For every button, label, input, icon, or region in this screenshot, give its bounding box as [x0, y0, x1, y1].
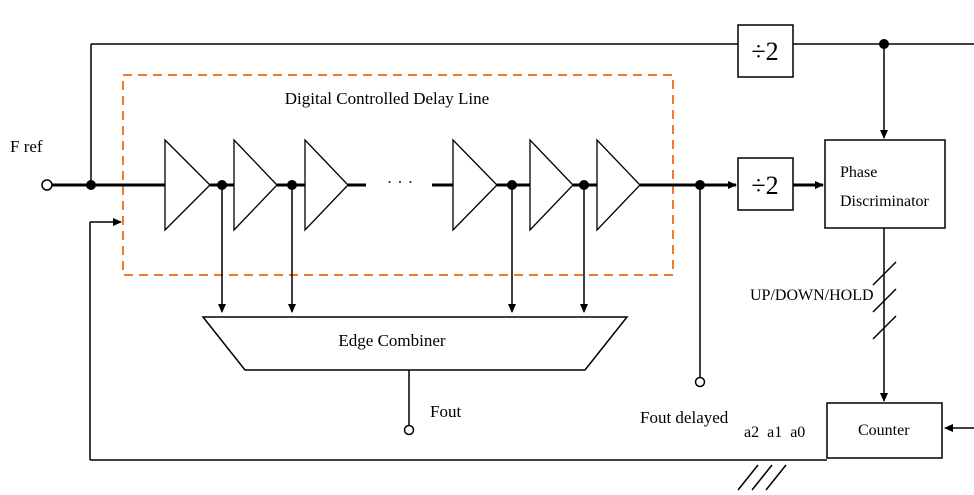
- bus-slash-2: [872, 288, 897, 313]
- counter-label: Counter: [858, 422, 910, 439]
- delay-buffer-3: [304, 138, 349, 232]
- feedback-slash-1: [737, 464, 759, 491]
- dcdl-label: Digital Controlled Delay Line: [285, 89, 489, 108]
- delay-buffer-4: [452, 138, 498, 232]
- divide-by-2-mid-label: ÷2: [751, 171, 778, 200]
- bus-slash-3: [872, 315, 897, 340]
- feedback-slash-2: [751, 464, 773, 491]
- bits-label: a2 a1 a0: [744, 424, 805, 441]
- fref-junction: [86, 180, 96, 190]
- updownhold-label: UP/DOWN/HOLD: [750, 287, 874, 304]
- edge-combiner-label: Edge Combiner: [338, 331, 446, 350]
- delay-buffer-6: [596, 138, 641, 232]
- feedback-slash-3: [765, 464, 787, 491]
- phase-discriminator-block: [824, 139, 946, 229]
- ellipsis-dots: · · ·: [387, 172, 414, 192]
- fref-label: F ref: [10, 137, 43, 156]
- fout-label: Fout: [430, 402, 461, 421]
- divide-by-2-top-label: ÷2: [751, 37, 778, 66]
- bus-slash-1: [872, 261, 897, 286]
- delay-buffer-1: [164, 138, 211, 232]
- fout-delayed-label: Fout delayed: [640, 408, 729, 427]
- fref-input-terminal[interactable]: [41, 179, 53, 191]
- dcdl-box: [122, 74, 674, 276]
- divide-by-2-top-box: [737, 24, 794, 78]
- fout-delayed-terminal[interactable]: [694, 376, 706, 388]
- phase-disc-label-1: Phase: [840, 164, 877, 181]
- counter-block: [826, 402, 943, 459]
- delay-buffer-5: [529, 138, 574, 232]
- fout-terminal[interactable]: [403, 424, 415, 436]
- delay-buffer-2: [233, 138, 278, 232]
- edge-combiner-block: [201, 316, 629, 371]
- phase-disc-label-2: Discriminator: [840, 193, 930, 210]
